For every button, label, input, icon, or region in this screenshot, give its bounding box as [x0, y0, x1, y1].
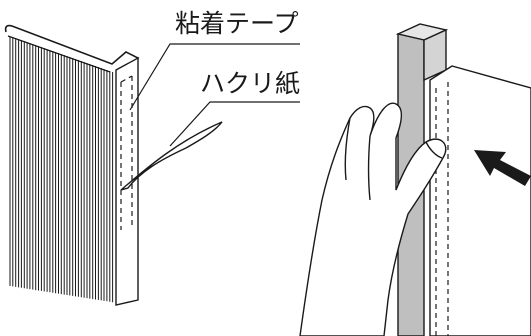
- adhesive-tape-strip: [120, 75, 133, 230]
- attached-tape-strip: [435, 82, 449, 336]
- filter-pleats: [9, 36, 114, 303]
- release-paper-peel: [120, 121, 223, 191]
- adhesive-tape-label: 粘着テープ: [175, 9, 299, 38]
- release-paper-label: ハクリ紙: [200, 69, 300, 98]
- press-direction-arrow-icon: [474, 150, 531, 186]
- hand-illustration: [299, 102, 447, 336]
- attached-filter-sheet: [429, 65, 531, 336]
- label-leader-lines: [129, 43, 300, 147]
- pleated-filter-illustration: [4, 24, 140, 306]
